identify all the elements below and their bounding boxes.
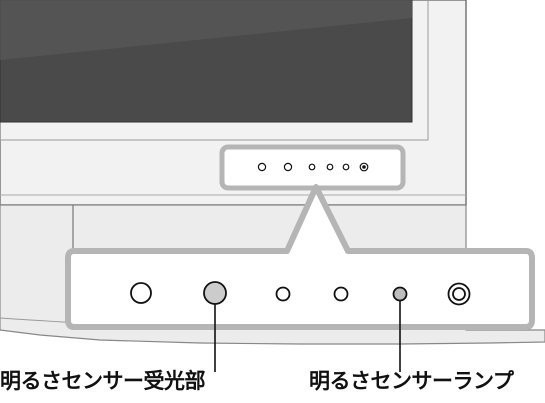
light-sensor-receiver-label: 明るさセンサー受光部	[0, 369, 206, 393]
magnified-button-4	[333, 286, 349, 302]
small-power-inner	[362, 165, 366, 169]
magnified-panel-callout	[65, 184, 535, 330]
small-button-2	[283, 162, 293, 172]
small-sensor-receiver	[257, 162, 267, 172]
light-sensor-lamp	[392, 286, 408, 302]
screen-highlight	[0, 0, 412, 60]
small-button-4	[326, 163, 334, 171]
power-button-inner	[452, 287, 466, 301]
small-button-3	[308, 163, 316, 171]
inner-bezel-edge	[0, 0, 429, 141]
light-sensor-lamp-label: 明るさセンサーランプ	[309, 369, 514, 393]
magnified-button-3	[275, 286, 291, 302]
light-sensor-receiver	[203, 281, 227, 305]
small-lamp	[342, 163, 350, 171]
magnified-button-1	[130, 282, 152, 304]
